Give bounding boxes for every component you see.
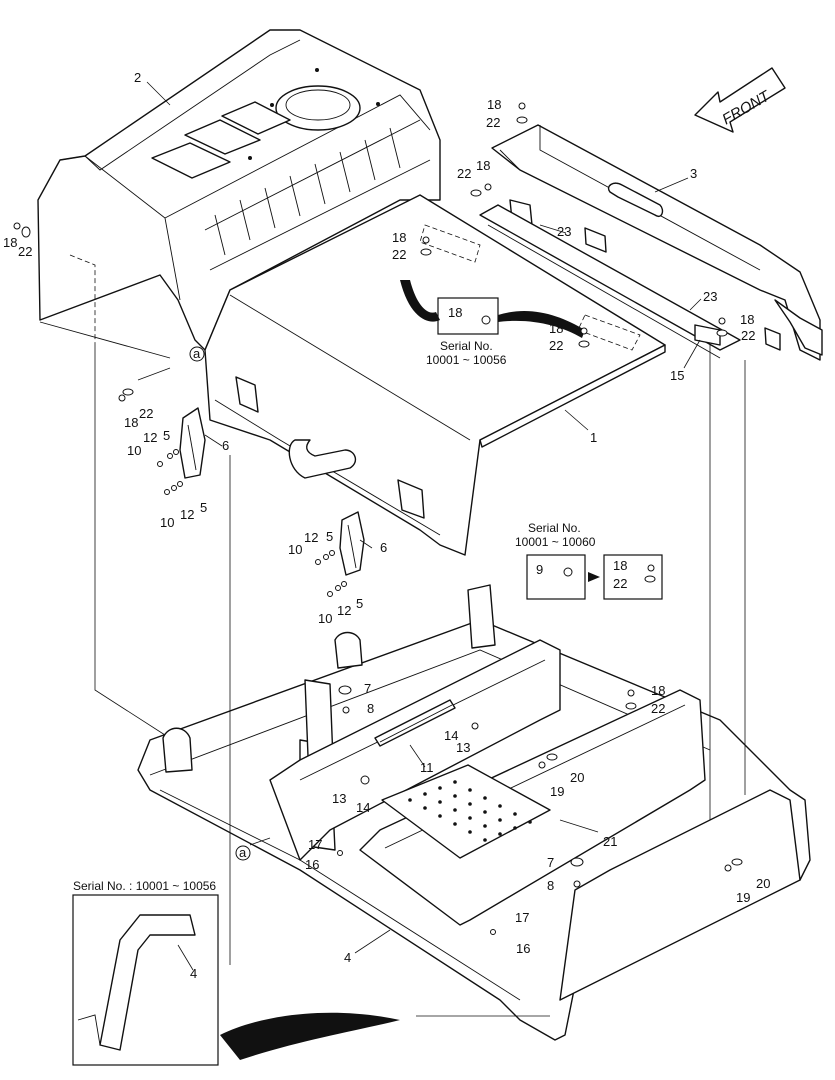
ref-a-lower: a — [239, 845, 247, 860]
callout-18-j: 18 — [651, 683, 665, 698]
callout-18-h: 18 — [124, 415, 138, 430]
callout-22-a: 22 — [486, 115, 500, 130]
callout-18-i: 18 — [613, 558, 627, 573]
serial-box-mid: Serial No. 10001 ~ 10060 — [515, 521, 663, 600]
engine-hood — [37, 29, 441, 359]
callout-13-b: 13 — [332, 791, 346, 806]
callout-5-c: 5 — [326, 529, 333, 544]
callout-12-a: 12 — [143, 430, 157, 445]
top-cover — [491, 124, 823, 361]
callout-19-b: 19 — [736, 890, 750, 905]
callout-18-b: 18 — [476, 158, 490, 173]
callout-6-a: 6 — [222, 438, 229, 453]
callout-17-b: 17 — [515, 910, 529, 925]
callout-7-a: 7 — [364, 681, 371, 696]
callout-17-a: 17 — [308, 837, 322, 852]
callout-22-b: 22 — [457, 166, 471, 181]
callout-22-e: 22 — [741, 328, 755, 343]
callout-19-a: 19 — [550, 784, 564, 799]
callout-10-b: 10 — [160, 515, 174, 530]
callout-12-d: 12 — [337, 603, 351, 618]
callout-11: 11 — [420, 760, 434, 775]
callout-5-a: 5 — [163, 428, 170, 443]
callout-22-g: 22 — [139, 406, 153, 421]
link-bar — [374, 699, 456, 747]
front-arrow: FRONT — [694, 67, 786, 133]
callout-18-e: 18 — [549, 321, 563, 336]
callout-5-d: 5 — [356, 596, 363, 611]
callout-16-b: 16 — [516, 941, 530, 956]
callout-22-d: 22 — [549, 338, 563, 353]
serial-top-title: Serial No. — [440, 339, 493, 353]
projection-lines — [94, 345, 746, 965]
callout-4-main: 4 — [344, 950, 351, 965]
callout-22-h: 22 — [613, 576, 627, 591]
hardware — [13, 102, 743, 935]
callout-18-a: 18 — [487, 97, 501, 112]
callout-18-f: 18 — [740, 312, 754, 327]
latch-assembly-upper — [179, 407, 206, 479]
callout-15: 15 — [670, 368, 684, 383]
callout-12-b: 12 — [180, 507, 194, 522]
callout-7-b: 7 — [547, 855, 554, 870]
callout-23-b: 23 — [703, 289, 717, 304]
callout-6-b: 6 — [380, 540, 387, 555]
ref-a-upper: a — [193, 346, 201, 361]
callout-8-b: 8 — [547, 878, 554, 893]
callout-labels: 1 2 3 4 4 5 5 5 5 6 6 7 7 8 8 9 10 10 10… — [3, 70, 770, 981]
callout-8-a: 8 — [367, 701, 374, 716]
serial-inset-label: Serial No. : 10001 ~ 10056 — [73, 879, 216, 893]
callout-21: 21 — [603, 834, 617, 849]
callout-20-a: 20 — [570, 770, 584, 785]
callout-leaders — [146, 81, 702, 1017]
callout-5-b: 5 — [200, 500, 207, 515]
callout-1: 1 — [590, 430, 597, 445]
callout-18-g: 18 — [3, 235, 17, 250]
callout-14-a: 14 — [444, 728, 458, 743]
callout-3: 3 — [690, 166, 697, 181]
callout-18-c: 18 — [392, 230, 406, 245]
callout-20-b: 20 — [756, 876, 770, 891]
callout-12-c: 12 — [304, 530, 318, 545]
callout-13-a: 13 — [456, 740, 470, 755]
callout-23-a: 23 — [557, 224, 571, 239]
serial-mid-range: 10001 ~ 10060 — [515, 535, 596, 549]
serial-top-range: 10001 ~ 10056 — [426, 353, 507, 367]
reference-markers: a a — [189, 346, 251, 861]
side-cover — [204, 194, 666, 556]
floor-plate — [381, 764, 551, 859]
serial-inset: Serial No. : 10001 ~ 10056 — [72, 879, 400, 1066]
callout-10-a: 10 — [127, 443, 141, 458]
callout-14-b: 14 — [356, 800, 370, 815]
callout-18-d: 18 — [448, 305, 462, 320]
callout-10-d: 10 — [318, 611, 332, 626]
callout-2: 2 — [134, 70, 141, 85]
rail-bracket — [479, 204, 741, 359]
callout-22-f: 22 — [18, 244, 32, 259]
callout-22-c: 22 — [392, 247, 406, 262]
callout-10-c: 10 — [288, 542, 302, 557]
callout-4-inset: 4 — [190, 966, 197, 981]
callout-9: 9 — [536, 562, 543, 577]
callout-16-a: 16 — [305, 857, 319, 872]
serial-mid-title: Serial No. — [528, 521, 581, 535]
latch-assembly-lower — [339, 511, 365, 576]
callout-22-i: 22 — [651, 701, 665, 716]
